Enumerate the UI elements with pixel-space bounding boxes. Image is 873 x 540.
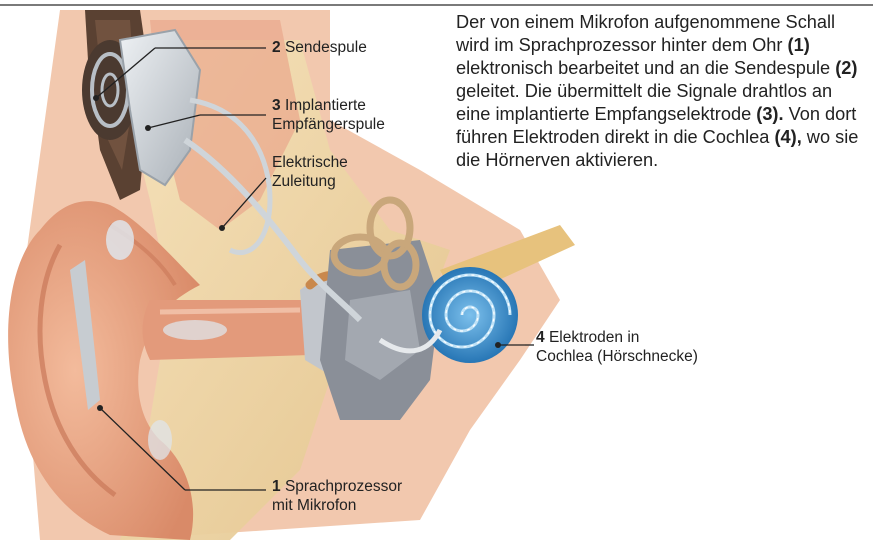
desc-b4: (4), (774, 127, 801, 147)
description-paragraph: Der von einem Mikrofon aufgenommene Scha… (456, 11, 871, 172)
label-elektroden-num: 4 (536, 329, 545, 346)
desc-b1: (1) (788, 35, 810, 55)
label-elektroden: 4 Elektroden in Cochlea (Hörschnecke) (536, 328, 698, 366)
label-elektroden-line2: Cochlea (Hörschnecke) (536, 347, 698, 366)
label-sprachprozessor: 1 Sprachprozessor mit Mikrofon (272, 477, 402, 515)
label-empfaenger-line2: Empfängerspule (272, 115, 385, 134)
label-sendespule-text: Sendespule (285, 39, 367, 56)
label-prozessor-line1: Sprachprozessor (285, 478, 402, 495)
desc-t1: Der von einem Mikrofon aufgenommene Scha… (456, 12, 835, 55)
label-empfaenger-line1: Implantierte (285, 97, 366, 114)
label-elektroden-line1: Elektroden in (549, 329, 639, 346)
label-zuleitung-line1: Elektrische (272, 153, 348, 172)
label-sendespule-num: 2 (272, 39, 281, 56)
desc-b3: (3). (756, 104, 783, 124)
label-zuleitung-line2: Zuleitung (272, 172, 348, 191)
label-empfaengerspule: 3 Implantierte Empfängerspule (272, 96, 385, 134)
label-prozessor-line2: mit Mikrofon (272, 496, 402, 515)
cochlea (422, 267, 518, 363)
desc-b2: (2) (835, 58, 857, 78)
label-prozessor-num: 1 (272, 478, 281, 495)
desc-t2: elektronisch bearbeitet und an die Sende… (456, 58, 835, 78)
label-zuleitung: Elektrische Zuleitung (272, 153, 348, 191)
label-empfaenger-num: 3 (272, 97, 281, 114)
label-sendespule: 2 Sendespule (272, 38, 367, 57)
